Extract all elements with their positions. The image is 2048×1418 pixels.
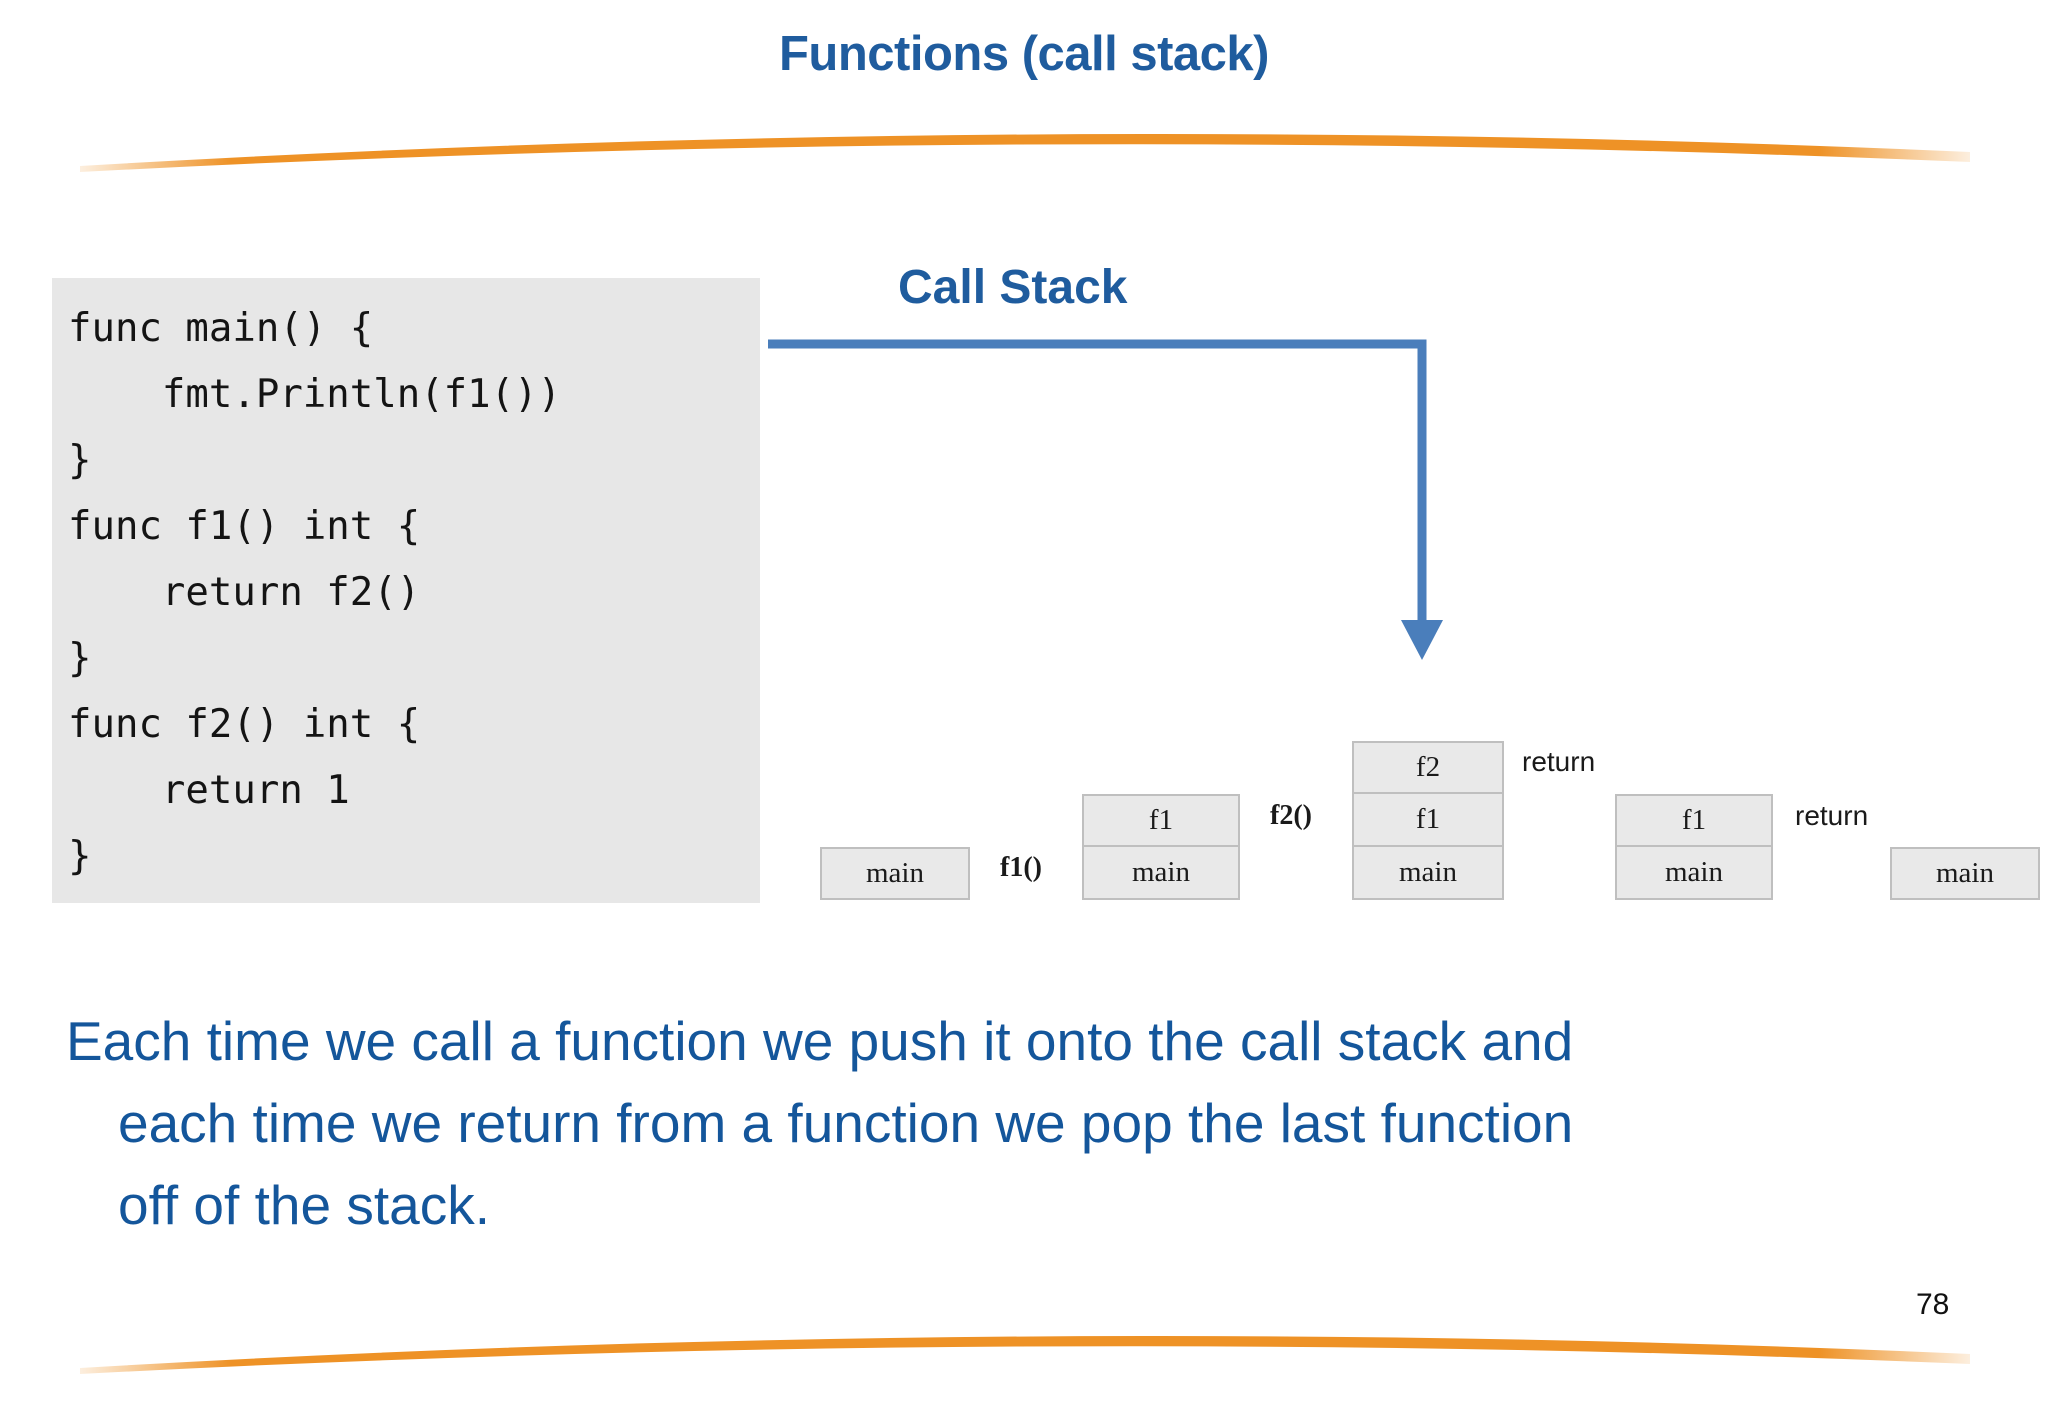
body-line-1: Each time we call a function we push it … <box>66 1010 1574 1072</box>
page-title: Functions (call stack) <box>778 27 1270 81</box>
stack-frame: main <box>820 847 970 900</box>
stack-frame: f2 <box>1352 741 1504 794</box>
stack-state-1: main <box>820 847 970 900</box>
transition-label-f1: f1() <box>1000 852 1042 883</box>
code-sample-block: func main() { fmt.Println(f1()) } func f… <box>52 278 760 903</box>
return-label-2: return <box>1795 800 1869 831</box>
call-stack-diagram: main f1() f1 main f2() f2 f1 main return… <box>800 640 2040 930</box>
stack-frame: f1 <box>1352 794 1504 847</box>
body-line-2: each time we return from a function we p… <box>118 1092 1574 1154</box>
return-label-1: return <box>1522 746 1596 777</box>
code-sample-text: func main() { fmt.Println(f1()) } func f… <box>68 306 562 879</box>
top-decorative-arc <box>80 134 1970 172</box>
stack-frame: main <box>1352 847 1504 900</box>
bottom-decorative-arc <box>80 1336 1970 1374</box>
stack-frame: f1 <box>1082 794 1240 847</box>
stack-state-5: main <box>1890 847 2040 900</box>
stack-frame: main <box>1890 847 2040 900</box>
body-line-3: off of the stack. <box>118 1174 490 1236</box>
call-stack-heading: Call Stack <box>898 261 1128 314</box>
stack-frame: main <box>1082 847 1240 900</box>
transition-label-f2: f2() <box>1270 800 1312 831</box>
stack-state-3: f2 f1 main <box>1352 741 1504 900</box>
stack-state-4: f1 main <box>1615 794 1773 900</box>
stack-frame: f1 <box>1615 794 1773 847</box>
stack-frame: main <box>1615 847 1773 900</box>
body-paragraph: Each time we call a function we push it … <box>66 1000 1996 1246</box>
call-stack-connector-arrow <box>768 339 1443 660</box>
stack-state-2: f1 main <box>1082 794 1240 900</box>
page-number: 78 <box>1916 1288 1950 1321</box>
